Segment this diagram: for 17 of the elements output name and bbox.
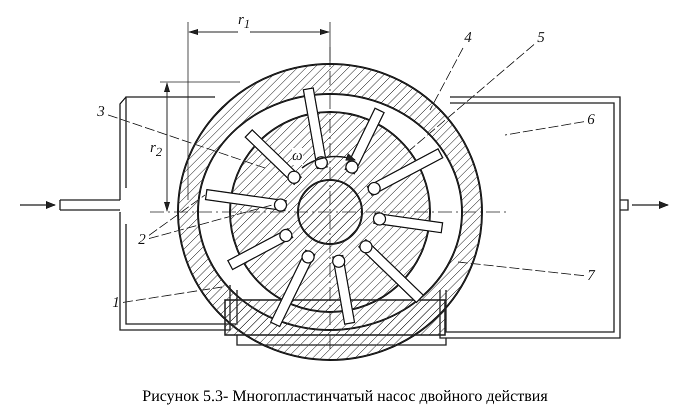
leader-line [410,44,534,150]
callout-number: 5 [535,30,547,47]
leader-line [122,286,222,303]
callout-number: 4 [462,30,474,47]
leader-line [148,194,206,236]
leader-line [108,114,266,168]
callout-number: 2 [136,232,148,249]
figure-caption: Рисунок 5.3- Многопластинчатый насос двойного действия [142,388,548,405]
callout-number: 1 [110,295,122,312]
callout-number: 3 [95,104,107,121]
leader-line [148,204,272,240]
leader-line [430,48,464,110]
leader-line [504,121,584,136]
leader-line [458,262,584,276]
callout-number: 7 [585,268,597,285]
angular-velocity-symbol: ω [292,148,303,165]
callout-number: 6 [585,112,597,129]
